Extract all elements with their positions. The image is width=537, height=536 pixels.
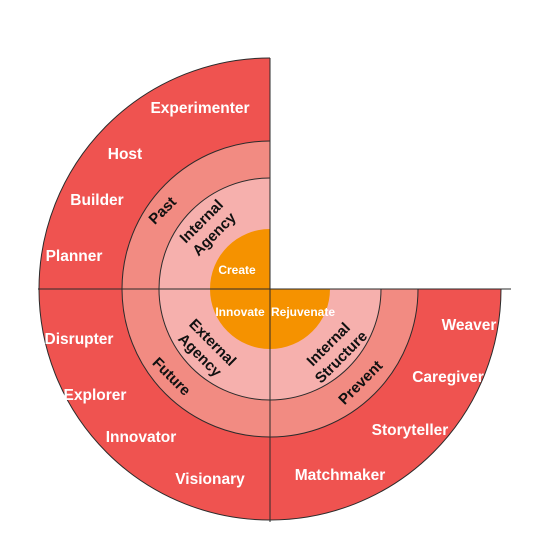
outer-label-visionary: Visionary: [175, 471, 245, 488]
outer-label-weaver: Weaver: [442, 317, 497, 334]
outer-label-builder: Builder: [70, 192, 123, 209]
outer-label-storyteller: Storyteller: [372, 422, 449, 439]
outer-label-planner: Planner: [46, 248, 103, 265]
outer-label-innovator: Innovator: [106, 429, 177, 446]
outer-label-experimenter: Experimenter: [150, 100, 249, 117]
outer-label-disrupter: Disrupter: [45, 331, 114, 348]
core-label-rejuvenate: Rejuvenate: [271, 305, 335, 319]
outer-label-host: Host: [108, 146, 142, 163]
core-label-innovate: Innovate: [215, 305, 265, 319]
outer-label-matchmaker: Matchmaker: [295, 467, 385, 484]
core-label-create: Create: [218, 263, 256, 277]
outer-label-caregiver: Caregiver: [412, 369, 484, 386]
outer-label-explorer: Explorer: [64, 387, 127, 404]
ring-outlines: [38, 57, 502, 521]
